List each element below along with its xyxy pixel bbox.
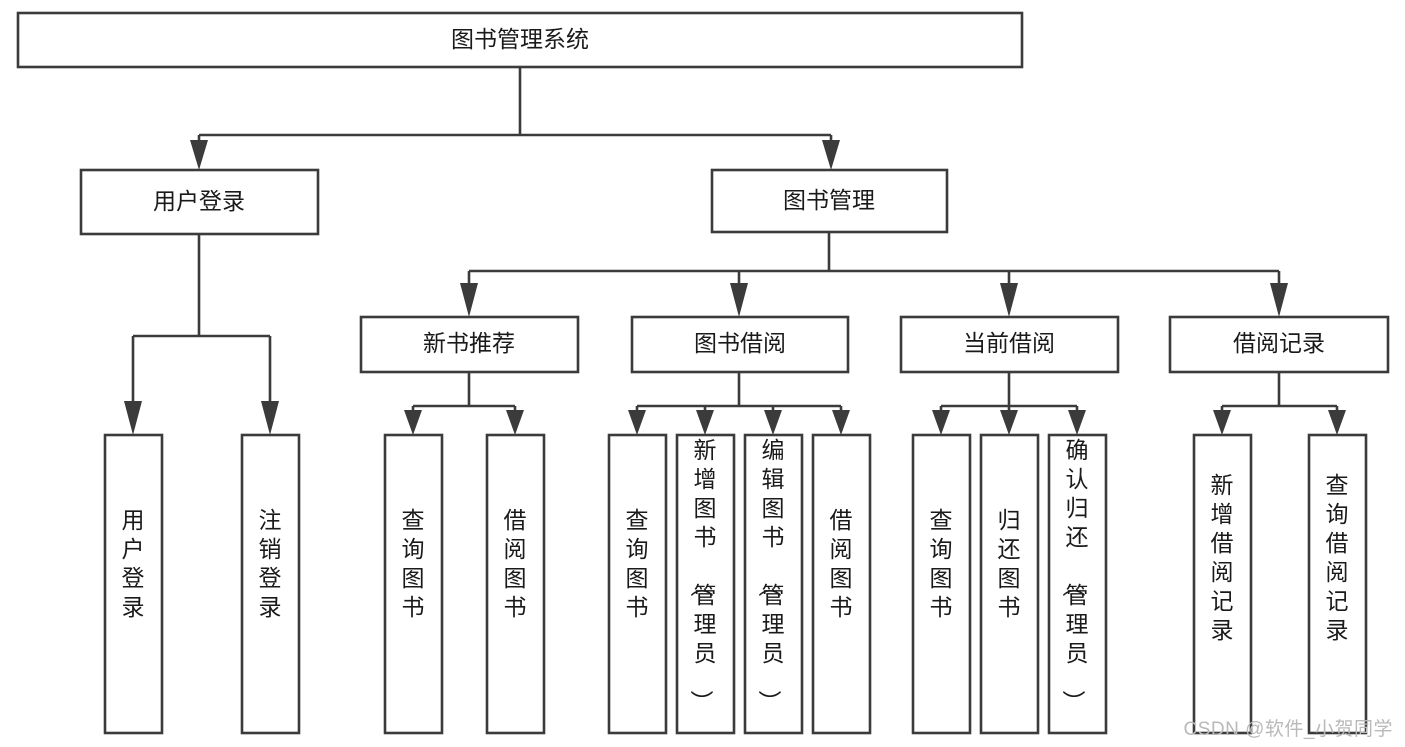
arrow-head-ul-leaf-2 [261,401,279,435]
leaf-node-book-borrow-3-box[interactable] [743,433,804,735]
node-current-borrow-box[interactable] [899,315,1120,374]
arrow-head-bb-leaf-1 [628,410,646,435]
leaf-node-book-borrow-1[interactable]: 查询图书 [607,433,668,735]
leaf-node-user-login-1-box[interactable] [103,433,164,735]
node-new-book-recommend-label: 新书推荐 [423,330,515,356]
leaf-node-user-login-1[interactable]: 用户登录 [103,433,164,735]
arrow-head-br-leaf-1 [1213,410,1231,435]
arrow-head-bb-leaf-2 [696,410,714,435]
leaf-node-borrow-record-2-box[interactable] [1307,433,1368,735]
connector-group-root [190,67,840,170]
leaf-node-book-borrow-3-label: 编辑图书（管理员） [757,437,785,713]
node-current-borrow-label: 当前借阅 [963,330,1055,356]
node-book-manage-box[interactable] [710,168,949,234]
arrow-head-br-leaf-2 [1328,410,1346,435]
leaf-node-borrow-record-2[interactable]: 查询借阅记录 [1307,433,1368,735]
leaf-node-current-borrow-1-label: 查询图书 [930,507,953,620]
leaf-node-new-book-1-box[interactable] [383,433,444,735]
leaf-node-book-borrow-3[interactable]: 编辑图书（管理员） [743,433,804,735]
leaf-node-book-borrow-2-box[interactable] [675,433,736,735]
connector-group-book-borrow [628,372,850,435]
node-book-borrow-box[interactable] [630,315,850,374]
arrow-head-nb-leaf-1 [404,410,422,435]
node-current-borrow[interactable]: 当前借阅 [899,315,1120,374]
leaf-node-new-book-2-box[interactable] [485,433,546,735]
arrow-head-book-borrow [730,283,748,317]
arrow-head-new-book [460,283,478,317]
connector-group-current-borrow [932,372,1086,435]
leaf-node-book-borrow-4-box[interactable] [811,433,872,735]
leaf-node-current-borrow-3-box[interactable] [1047,433,1108,735]
leaf-node-borrow-record-1-label: 新增借阅记录 [1211,472,1234,643]
leaf-node-current-borrow-1[interactable]: 查询图书 [911,433,972,735]
node-user-login[interactable]: 用户登录 [79,168,320,236]
node-book-manage-label: 图书管理 [783,187,875,213]
node-root-box[interactable] [16,11,1024,69]
node-new-book-recommend-box[interactable] [359,315,580,374]
leaf-node-current-borrow-2-label: 归还图书 [998,507,1021,620]
leaf-node-book-borrow-1-box[interactable] [607,433,668,735]
connector-group-user-login [124,234,279,435]
arrow-head-cb-leaf-1 [932,410,950,435]
arrow-head-book-manage [822,140,840,170]
node-book-borrow-label: 图书借阅 [694,330,786,356]
connector-group-book-manage [460,232,1288,317]
leaf-node-current-borrow-3[interactable]: 确认归还（管理员） [1047,433,1108,735]
arrow-head-bb-leaf-3 [764,410,782,435]
leaf-node-current-borrow-3-label: 确认归还（管理员） [1061,437,1089,713]
arrow-head-bb-leaf-4 [832,410,850,435]
leaf-node-new-book-1[interactable]: 查询图书 [383,433,444,735]
arrow-head-user-login [190,140,208,170]
leaf-node-borrow-record-1-box[interactable] [1192,433,1253,735]
leaf-node-current-borrow-1-box[interactable] [911,433,972,735]
leaf-node-current-borrow-2[interactable]: 归还图书 [979,433,1040,735]
leaf-node-book-borrow-4-label: 借阅图书 [830,507,853,620]
leaf-node-current-borrow-2-box[interactable] [979,433,1040,735]
node-borrow-record[interactable]: 借阅记录 [1168,315,1390,374]
leaf-node-book-borrow-2[interactable]: 新增图书（管理员） [675,433,736,735]
leaf-node-user-login-1-label: 用户登录 [122,507,145,620]
leaf-node-user-login-2[interactable]: 注销登录 [240,433,301,735]
leaf-node-book-borrow-2-label: 新增图书（管理员） [689,437,717,713]
node-user-login-box[interactable] [79,168,320,236]
leaf-node-user-login-2-box[interactable] [240,433,301,735]
node-book-borrow[interactable]: 图书借阅 [630,315,850,374]
leaf-node-borrow-record-2-label: 查询借阅记录 [1326,472,1349,643]
leaf-node-new-book-2[interactable]: 借阅图书 [485,433,546,735]
node-root[interactable]: 图书管理系统 [16,11,1024,69]
leaf-node-book-borrow-4[interactable]: 借阅图书 [811,433,872,735]
node-new-book-recommend[interactable]: 新书推荐 [359,315,580,374]
arrow-head-current-borrow [1000,283,1018,317]
csdn-watermark: CSDN @软件_小贺同学 [1183,719,1393,740]
arrow-head-ul-leaf-1 [124,401,142,435]
node-borrow-record-label: 借阅记录 [1233,330,1325,356]
arrow-head-cb-leaf-2 [1000,410,1018,435]
arrow-head-nb-leaf-2 [506,410,524,435]
connector-group-new-book [404,372,524,435]
node-root-label: 图书管理系统 [451,26,589,52]
arrow-head-borrow-record [1270,283,1288,317]
node-borrow-record-box[interactable] [1168,315,1390,374]
leaf-node-new-book-2-label: 借阅图书 [504,507,527,620]
arrow-head-cb-leaf-3 [1068,410,1086,435]
leaf-node-borrow-record-1[interactable]: 新增借阅记录 [1192,433,1253,735]
leaf-node-book-borrow-1-label: 查询图书 [626,507,649,620]
leaf-node-user-login-2-label: 注销登录 [259,507,282,620]
leaf-node-new-book-1-label: 查询图书 [402,507,425,620]
connector-group-borrow-record [1213,372,1346,435]
node-book-manage[interactable]: 图书管理 [710,168,949,234]
node-user-login-label: 用户登录 [153,188,245,214]
